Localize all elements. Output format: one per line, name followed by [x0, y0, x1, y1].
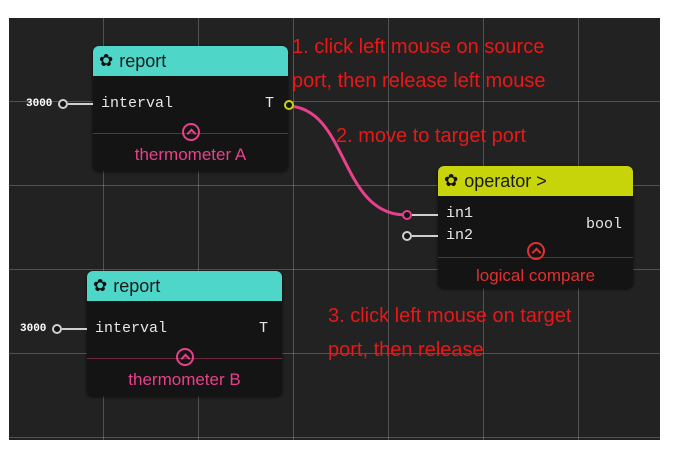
- annotation-step3-line2: port, then release: [328, 339, 484, 361]
- node-title: report: [119, 50, 167, 71]
- input-value[interactable]: 3000: [26, 98, 53, 110]
- input-label-interval: interval: [95, 320, 168, 337]
- connection-link: [287, 104, 408, 217]
- input-port-interval-a[interactable]: [58, 99, 68, 109]
- operator-node[interactable]: ✿ operator > in1 in2 bool logical compar…: [438, 166, 633, 288]
- input-wire: [68, 103, 93, 105]
- output-label-bool: bool: [585, 216, 622, 233]
- gear-icon: ✿: [444, 171, 459, 190]
- annotation-step2: 2. move to target port: [336, 125, 527, 147]
- report-node-a[interactable]: ✿ report interval T thermometer A: [93, 46, 288, 171]
- input-wire-in2: [412, 235, 438, 237]
- input-label-interval: interval: [101, 95, 174, 112]
- collapse-toggle-icon[interactable]: [527, 242, 545, 260]
- input-value[interactable]: 3000: [20, 323, 47, 335]
- annotation-step3-line1: 3. click left mouse on target: [328, 305, 572, 327]
- operator-node-header[interactable]: ✿ operator >: [438, 166, 633, 196]
- input-label-in2: in2: [446, 227, 474, 244]
- annotation-step1: 1. click left mouse on source port, then…: [292, 30, 545, 98]
- node-caption: thermometer B: [128, 370, 241, 389]
- node-caption: thermometer A: [134, 145, 247, 164]
- gear-icon: ✿: [93, 276, 108, 295]
- input-wire: [62, 328, 87, 330]
- collapse-toggle-icon[interactable]: [176, 348, 194, 366]
- input-wire-in1: [412, 214, 438, 216]
- annotation-step1-line2: port, then release left mouse: [292, 70, 546, 92]
- node-editor-canvas[interactable]: ✿ report interval T thermometer A 3000 ✿…: [9, 18, 660, 440]
- gear-icon: ✿: [99, 51, 114, 70]
- annotation-step1-line1: 1. click left mouse on source: [292, 36, 545, 58]
- input-port-interval-b[interactable]: [52, 324, 62, 334]
- report-node-b[interactable]: ✿ report interval T thermometer B: [87, 271, 282, 396]
- output-label-t: T: [264, 95, 274, 112]
- node-title: report: [113, 275, 161, 296]
- input-port-in2[interactable]: [402, 231, 412, 241]
- output-port-t-a[interactable]: [284, 100, 294, 110]
- output-label-t: T: [258, 320, 268, 337]
- collapse-toggle-icon[interactable]: [182, 123, 200, 141]
- report-node-b-header[interactable]: ✿ report: [87, 271, 282, 301]
- annotation-step3: 3. click left mouse on target port, then…: [328, 299, 571, 367]
- node-caption: logical compare: [475, 266, 596, 285]
- input-label-in1: in1: [446, 205, 474, 222]
- node-title: operator >: [464, 170, 547, 191]
- input-port-in1[interactable]: [402, 210, 412, 220]
- report-node-a-header[interactable]: ✿ report: [93, 46, 288, 76]
